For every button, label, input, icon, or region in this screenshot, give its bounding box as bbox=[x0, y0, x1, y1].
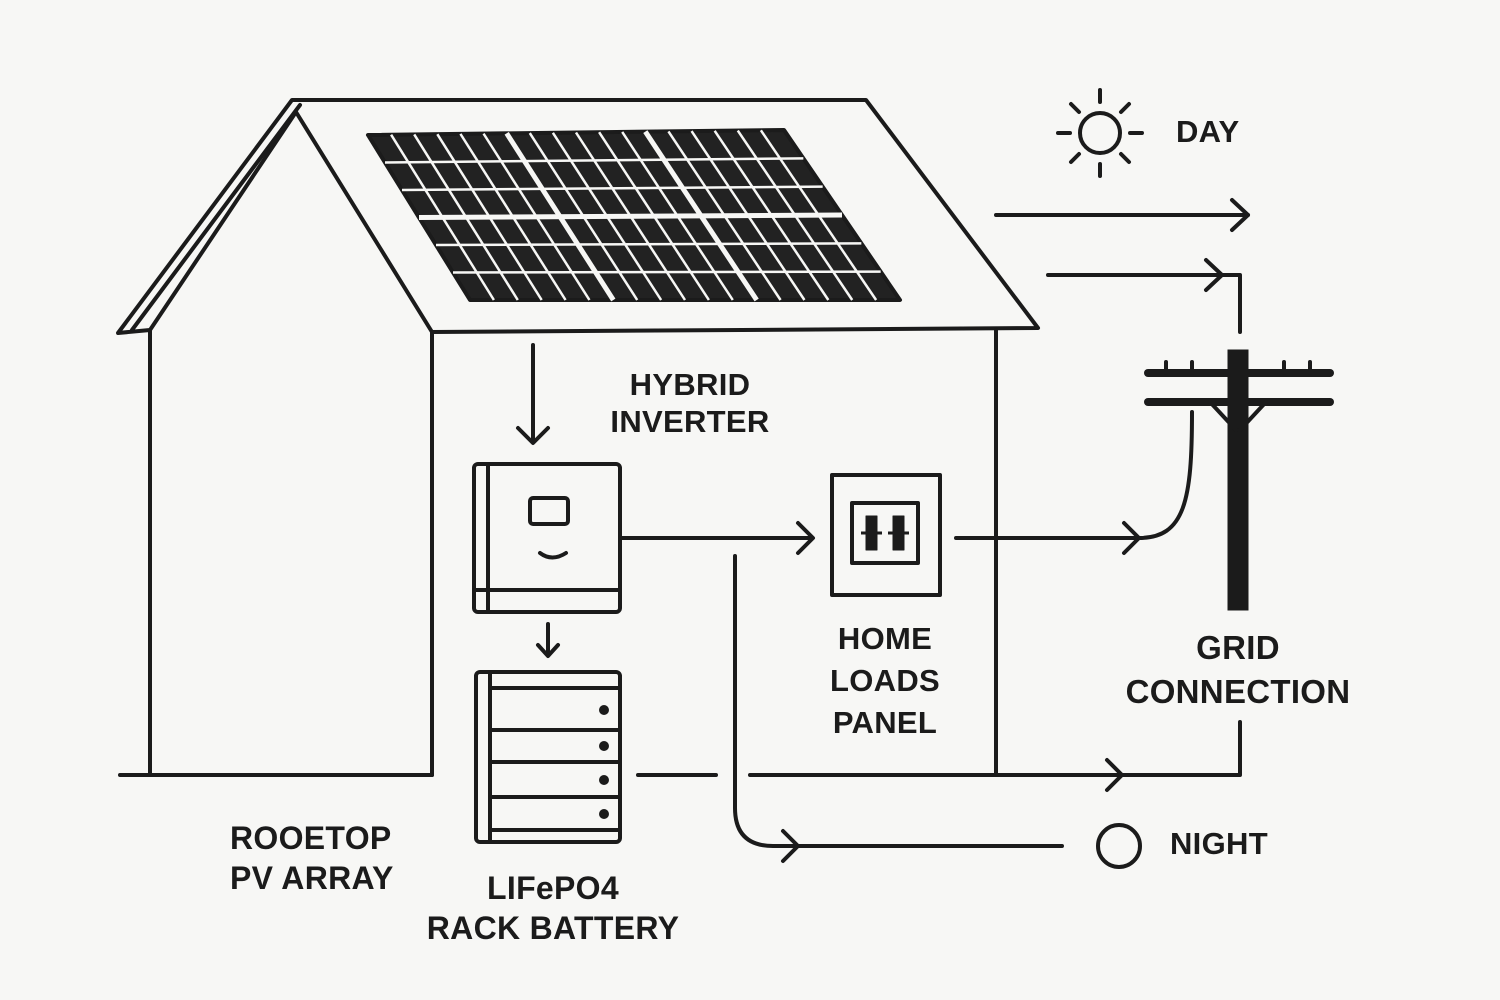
inverter-icon bbox=[472, 462, 622, 614]
home-loads-label-line-3: PANEL bbox=[832, 704, 938, 740]
battery-label: LIFePO4 RACK BATTERY bbox=[412, 868, 694, 948]
inverter-label-line-1: HYBRID bbox=[629, 367, 751, 402]
grid-label-line-2: CONNECTION bbox=[1125, 672, 1351, 710]
pv-array-label-line-1: ROOETOP bbox=[230, 820, 392, 856]
utility-pole-icon bbox=[1144, 349, 1334, 611]
battery-to-grid-line bbox=[636, 720, 1242, 792]
panel-cell-divider bbox=[418, 212, 843, 220]
moon-icon bbox=[1096, 823, 1142, 869]
solar-panel-icon bbox=[366, 128, 902, 302]
day-flow-arrow bbox=[994, 198, 1250, 232]
grid-label: GRID CONNECTION bbox=[1100, 626, 1376, 713]
inverter-label-line-2: INVERTER bbox=[610, 403, 770, 439]
night-flow-arrow bbox=[733, 554, 1064, 863]
grid-feed-arrow bbox=[1046, 258, 1242, 334]
inverter-label: HYBRID INVERTER bbox=[594, 367, 786, 440]
pv-array-label-line-2: PV ARRAY bbox=[230, 860, 394, 896]
home-loads-label-line-2: LOADS bbox=[830, 662, 940, 698]
panel-cell-divider bbox=[401, 185, 823, 192]
inverter-to-battery-arrow bbox=[536, 622, 560, 658]
house-outline bbox=[116, 98, 1040, 777]
sun-icon bbox=[1056, 88, 1144, 178]
battery-label-line-1: LIFePO4 bbox=[487, 870, 619, 906]
inverter-to-loads-arrow bbox=[620, 521, 815, 555]
grid-label-line-1: GRID bbox=[1196, 629, 1280, 666]
panel-cell-divider bbox=[452, 270, 881, 274]
breaker-panel-icon bbox=[830, 473, 942, 597]
home-loads-label: HOME LOADS PANEL bbox=[814, 618, 956, 744]
pv-array-label: ROOETOP PV ARRAY bbox=[230, 818, 394, 898]
loads-to-grid-arrow bbox=[954, 410, 1194, 555]
home-loads-label-line-1: HOME bbox=[837, 621, 933, 656]
night-label: NIGHT bbox=[1170, 826, 1268, 861]
battery-label-line-2: RACK BATTERY bbox=[426, 910, 680, 946]
battery-rack-icon bbox=[474, 670, 622, 844]
pv-to-inverter-arrow bbox=[516, 343, 550, 445]
panel-cell-divider bbox=[435, 242, 862, 247]
day-label: DAY bbox=[1176, 114, 1240, 149]
panel-cell-divider bbox=[384, 157, 804, 164]
